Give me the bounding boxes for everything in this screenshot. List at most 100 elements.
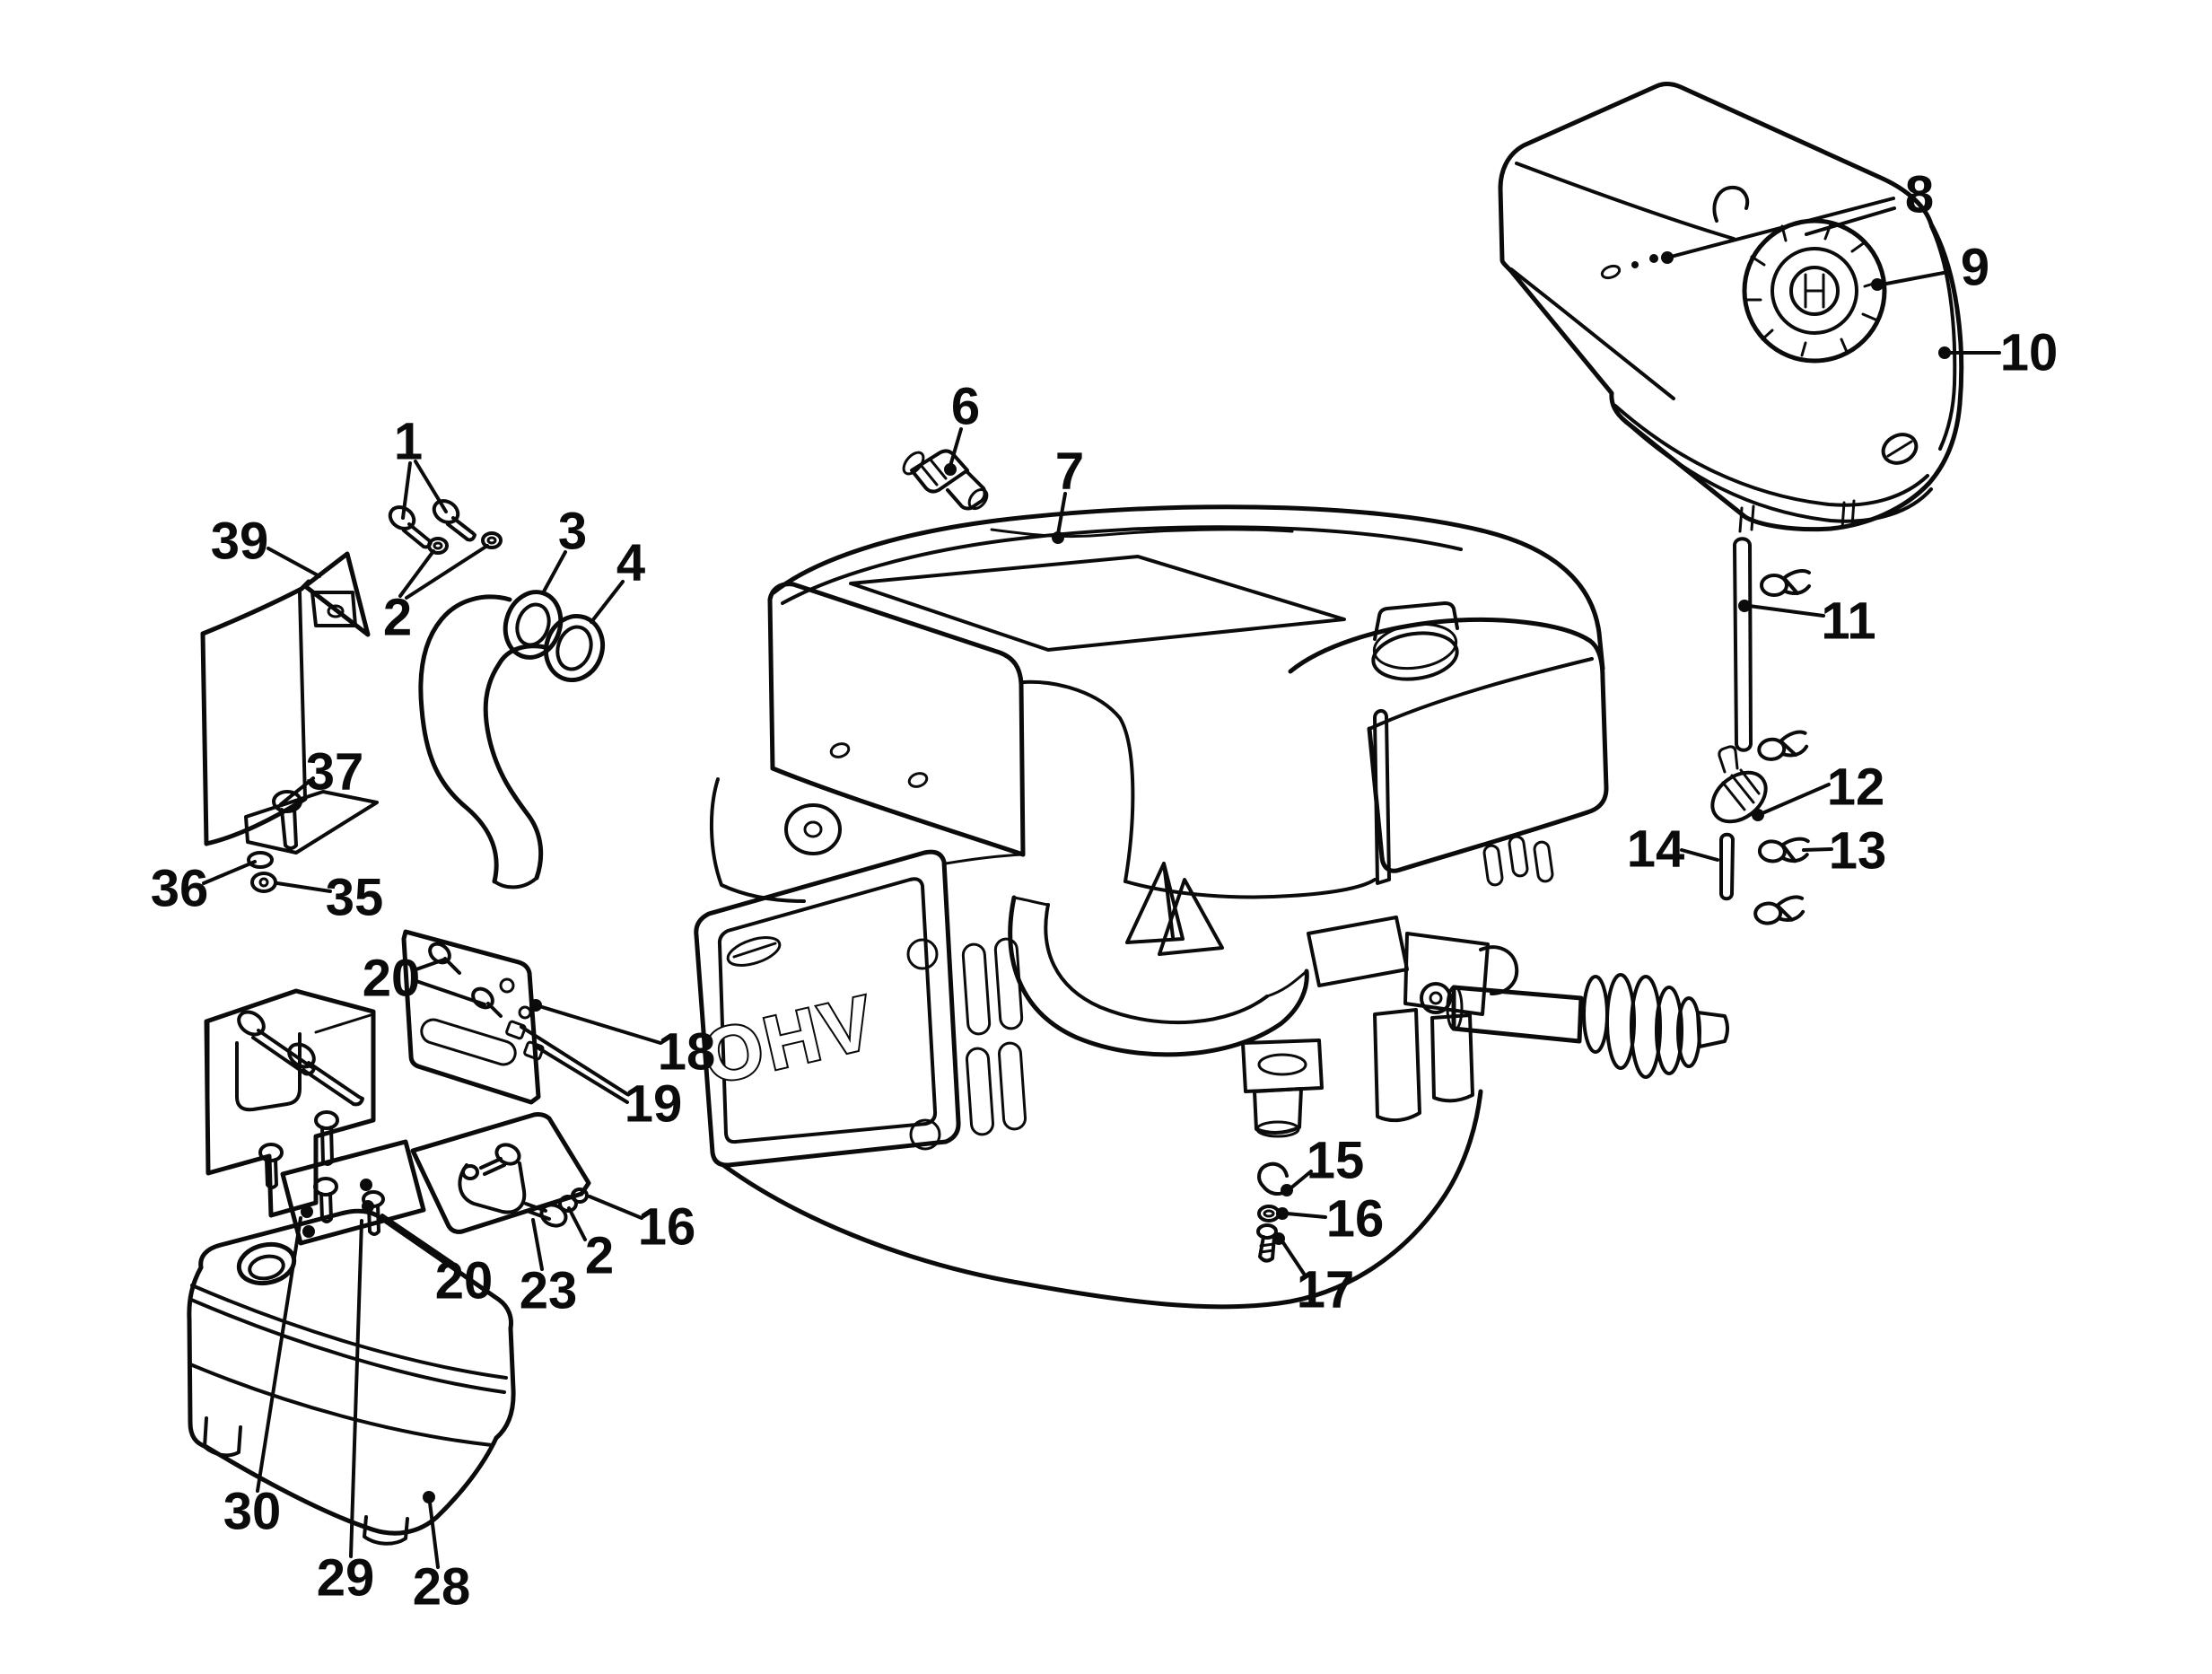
part-number-label: 36 — [151, 860, 209, 918]
engine-tank-cap — [1371, 601, 1459, 681]
part-number-label: 15 — [1307, 1132, 1365, 1190]
callout-35: 35 — [275, 869, 384, 927]
muffler-assembly — [187, 929, 591, 1546]
callout-4: 4 — [590, 534, 645, 624]
fuel-line-short — [1719, 832, 1735, 901]
crankcase-left — [709, 777, 842, 903]
leader-line — [1289, 1170, 1313, 1190]
leader-line — [567, 1206, 587, 1241]
leader-dot — [1276, 1207, 1289, 1220]
callout-3: 3 — [542, 503, 587, 593]
leader-line — [1880, 270, 1950, 286]
part-number-label: 18 — [658, 1023, 716, 1082]
washer-36 — [247, 851, 274, 869]
part-number-label: 16 — [1326, 1190, 1385, 1249]
leader-dot — [944, 463, 957, 476]
leader-line — [542, 550, 567, 593]
cap-retainer-hook — [1712, 185, 1749, 223]
mounting-foot — [1241, 1039, 1324, 1138]
dipstick — [1373, 709, 1391, 885]
muffler-bracket — [204, 988, 376, 1223]
callout-39: 39 — [211, 513, 321, 578]
part-number-label: 35 — [326, 869, 384, 927]
leader-dot — [1661, 251, 1674, 264]
callout-1: 1 — [394, 413, 448, 520]
leader-line — [1281, 1240, 1306, 1275]
callout-11: 11 — [1738, 592, 1876, 651]
part-number-label: 11 — [1821, 592, 1875, 651]
part-number-label: 2 — [383, 589, 412, 647]
callout-30: 30 — [223, 1216, 302, 1541]
fuel-line-assembly — [1710, 537, 1811, 926]
leader-line — [1802, 847, 1833, 852]
callout-19: 19 — [520, 1025, 683, 1134]
callout-16: 16 — [588, 1195, 696, 1257]
leader-line — [538, 1004, 662, 1045]
ohv-label: OHV — [695, 978, 884, 1100]
leader-line — [1761, 783, 1831, 815]
callout-9: 9 — [1871, 239, 1989, 297]
heat-shield-upper — [401, 929, 545, 1105]
part-number-label: 20 — [363, 950, 421, 1008]
callout-12: 12 — [1752, 758, 1885, 821]
part-number-label: 3 — [558, 503, 587, 561]
leader-line — [536, 1046, 629, 1104]
leader-line — [428, 1501, 440, 1569]
callout-2: 2 — [383, 544, 489, 647]
leader-dot — [529, 999, 542, 1012]
vent-marks — [1600, 254, 1658, 280]
brand-logo-icon — [726, 936, 782, 967]
part-number-label: 10 — [2000, 324, 2059, 382]
muffler — [187, 1208, 516, 1546]
air-cleaner-cover — [767, 555, 1346, 857]
engine-fuel-tank — [1288, 601, 1609, 885]
part-number-label: 16 — [638, 1198, 696, 1257]
part-number-label: 29 — [317, 1549, 375, 1608]
callout-8: 8 — [1661, 166, 1934, 264]
leader-line — [405, 544, 489, 600]
leader-line — [1805, 206, 1896, 236]
part-number-label: 7 — [1055, 443, 1084, 501]
callout-15: 15 — [1281, 1132, 1365, 1196]
callout-17: 17 — [1272, 1232, 1354, 1319]
fuel-tank — [1498, 82, 1964, 533]
fuel-cap — [1742, 218, 1887, 364]
nut-35 — [250, 872, 277, 893]
leader-line — [520, 1025, 629, 1096]
part-number-label: 39 — [211, 513, 269, 571]
leader-dot — [1738, 600, 1751, 612]
callout-13: 13 — [1802, 822, 1886, 881]
callout-14: 14 — [1627, 820, 1719, 879]
intake-manifold — [1008, 895, 1309, 1057]
part-number-label: 2 — [585, 1227, 614, 1285]
callout-7: 7 — [1052, 443, 1084, 544]
part-number-label: 30 — [223, 1483, 282, 1541]
leader-dot — [1871, 278, 1884, 291]
part-number-label: 6 — [951, 378, 980, 436]
callout-10: 10 — [1938, 324, 2058, 382]
part-number-label: 20 — [435, 1252, 494, 1310]
valve-cover-ohv: OHV — [694, 849, 961, 1168]
leader-dot — [423, 1491, 435, 1503]
part-number-label: 14 — [1627, 820, 1685, 879]
hardware-bolts-1-washers-2 — [388, 499, 503, 555]
engine-top-outline — [771, 504, 1605, 671]
tank-mount-hole — [1881, 433, 1919, 465]
bolt-37 — [272, 790, 302, 850]
pto-shaft — [1446, 973, 1729, 1079]
carburetor-cluster — [1307, 835, 1554, 1123]
hose-clamp-4 — [543, 613, 606, 683]
heat-shield-lower — [410, 1112, 591, 1234]
part-number-label: 19 — [625, 1075, 683, 1134]
part-number-label: 1 — [394, 413, 423, 471]
part-number-label: 9 — [1961, 239, 1989, 297]
leader-line — [412, 978, 486, 1006]
leader-line — [256, 1216, 302, 1493]
engine-assembly: OHV — [694, 504, 1729, 1310]
callout-20: 20 — [363, 950, 486, 1008]
leader-dot — [1272, 1232, 1285, 1245]
engine-bottom-outline — [721, 1089, 1483, 1310]
part-number-label: 12 — [1827, 758, 1885, 817]
callout-16: 16 — [1276, 1190, 1384, 1249]
